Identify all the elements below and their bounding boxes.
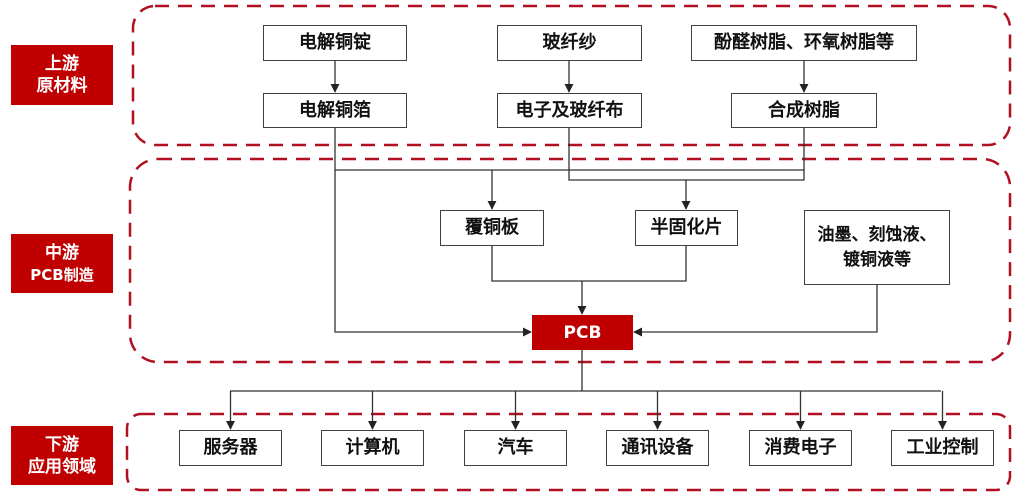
connector-ccl-prepreg-merge: [491, 246, 687, 282]
node-pcb: PCB: [532, 315, 633, 350]
stage-label-downstream: 下游 应用领域: [11, 426, 113, 485]
node-resins-raw: 酚醛树脂、环氧树脂等: [691, 25, 917, 61]
downstream-section-border: [125, 412, 1012, 492]
node-glass-cloth: 电子及玻纤布: [497, 93, 642, 128]
node-chemicals-line2: 镀铜液等: [843, 249, 911, 270]
node-ccl: 覆铜板: [440, 210, 544, 246]
node-downstream-item: 工业控制: [891, 430, 994, 466]
node-copper-ingot: 电解铜锭: [263, 25, 407, 61]
node-downstream-item: 通讯设备: [606, 430, 709, 466]
stage-upstream-line2: 原材料: [36, 76, 88, 96]
node-chemicals: 油墨、刻蚀液、 镀铜液等: [804, 210, 950, 285]
node-prepreg: 半固化片: [635, 210, 738, 246]
connector-foil-to-pcb: [334, 128, 532, 337]
stage-label-upstream: 上游 原材料: [11, 45, 113, 105]
stage-downstream-line2: 应用领域: [28, 456, 96, 477]
node-synthetic-resin: 合成树脂: [731, 93, 877, 128]
node-downstream-item: 汽车: [464, 430, 567, 466]
node-downstream-item: 消费电子: [749, 430, 852, 466]
connector-cloth-resin-to-prepreg: [568, 128, 805, 181]
node-downstream-item: 服务器: [179, 430, 282, 466]
connector-chemicals-to-pcb: [633, 285, 878, 337]
stage-upstream-line1: 上游: [45, 54, 79, 74]
node-chemicals-line1: 油墨、刻蚀液、: [817, 224, 937, 245]
stage-midstream-line2: PCB制造: [30, 265, 94, 284]
node-copper-foil: 电解铜箔: [263, 93, 407, 128]
stage-midstream-line1: 中游: [45, 242, 79, 263]
node-downstream-item: 计算机: [321, 430, 424, 466]
upstream-section-border: [131, 4, 1012, 147]
stage-label-midstream: 中游 PCB制造: [11, 234, 113, 293]
node-glass-yarn: 玻纤纱: [497, 25, 642, 61]
stage-downstream-line1: 下游: [45, 434, 79, 455]
